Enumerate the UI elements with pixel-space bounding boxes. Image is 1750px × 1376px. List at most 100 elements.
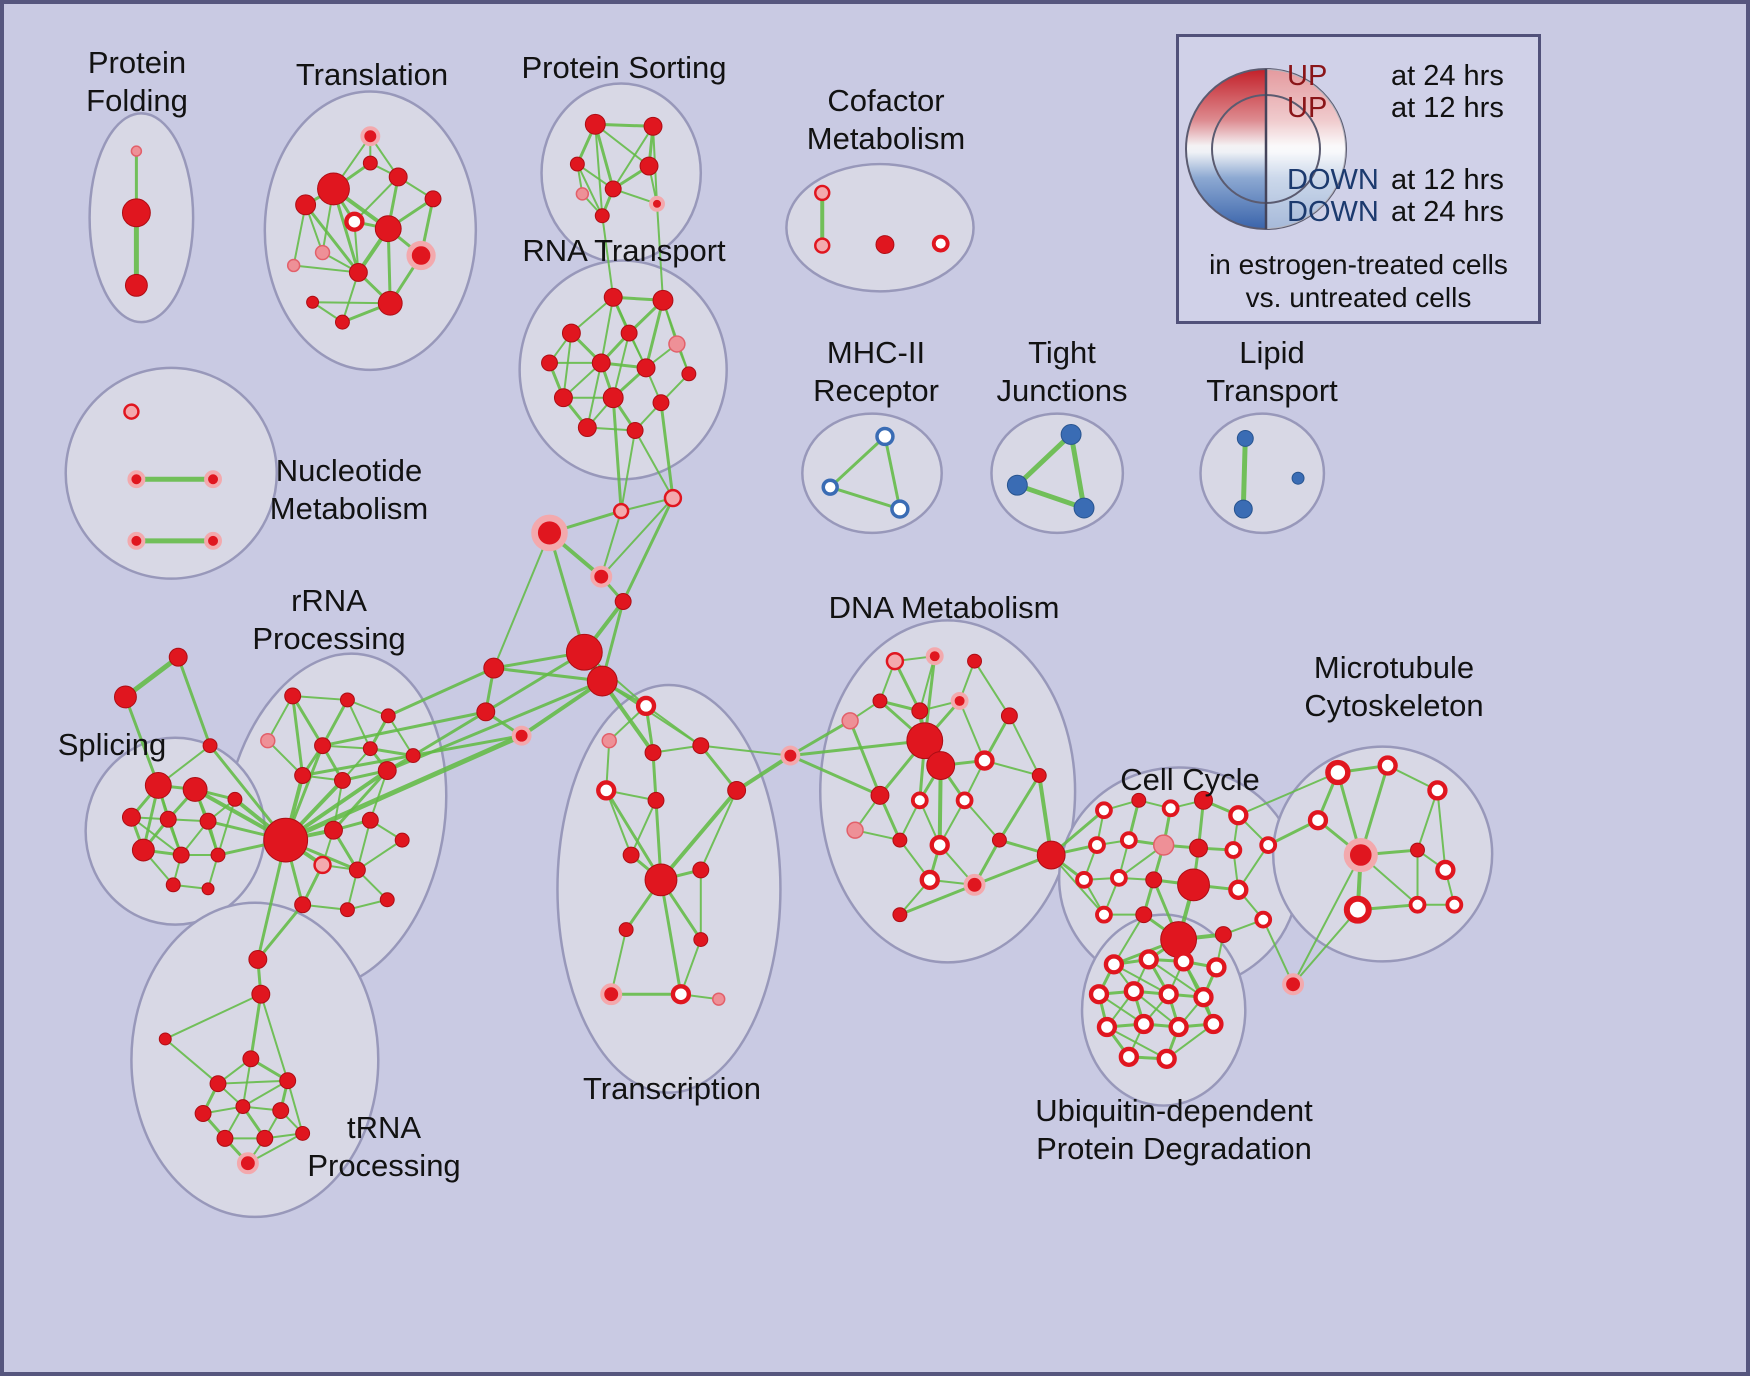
gene-node <box>286 258 301 273</box>
interaction-edge <box>1237 771 1339 817</box>
gene-node <box>1189 838 1208 858</box>
gene-node <box>1307 810 1329 831</box>
gene-node <box>113 685 137 709</box>
gene-node <box>1109 869 1128 887</box>
gene-node <box>596 780 617 801</box>
gene-node <box>639 156 659 176</box>
gene-node <box>339 902 355 918</box>
interaction-edge <box>356 819 372 871</box>
gene-node <box>235 1099 251 1115</box>
interaction-edge <box>1014 482 1087 511</box>
gene-node <box>875 426 895 447</box>
gene-node <box>575 187 590 201</box>
gene-node <box>294 896 312 914</box>
gene-node <box>1096 1016 1118 1038</box>
interaction-edge <box>656 202 664 302</box>
interaction-edge <box>1008 714 1041 777</box>
gene-node <box>1214 926 1232 944</box>
gene-node <box>1206 957 1227 978</box>
interaction-edge <box>411 650 586 758</box>
interaction-edge <box>788 754 882 797</box>
gene-node <box>1161 799 1180 818</box>
gene-node <box>511 725 532 746</box>
gene-node <box>955 791 974 810</box>
interaction-edge <box>1292 908 1359 986</box>
interaction-edge <box>620 429 637 513</box>
gene-node <box>294 767 312 784</box>
interaction-edge <box>593 122 615 191</box>
gene-node <box>643 116 663 136</box>
gene-node <box>127 470 146 489</box>
interaction-edge <box>658 788 739 882</box>
gene-node <box>344 211 365 232</box>
gene-node <box>991 832 1007 848</box>
gene-node <box>172 846 190 864</box>
gene-node <box>256 1129 274 1147</box>
interaction-edge <box>346 698 372 750</box>
gene-node <box>333 772 351 789</box>
gene-node <box>1160 921 1198 958</box>
gene-node <box>362 155 378 171</box>
legend-row-down-12: DOWN at 12 hrs <box>1287 164 1504 196</box>
gene-node <box>681 366 697 382</box>
interaction-edge <box>788 719 852 758</box>
gene-node <box>780 745 801 766</box>
gene-node <box>216 1129 234 1147</box>
interaction-edge <box>893 659 922 713</box>
interaction-edge <box>123 695 160 787</box>
gene-node <box>974 750 995 771</box>
gene-node <box>123 403 140 420</box>
gene-node <box>663 488 683 508</box>
gene-node <box>950 691 969 710</box>
gene-node <box>362 741 378 757</box>
gene-node <box>361 811 379 829</box>
gene-node <box>1224 841 1243 859</box>
interaction-edge <box>883 434 902 511</box>
legend-time-up-12: at 12 hrs <box>1391 91 1504 124</box>
gene-node <box>531 514 568 552</box>
gene-node <box>591 353 611 373</box>
interaction-edge <box>828 434 887 489</box>
gene-node <box>590 565 613 588</box>
gene-node <box>324 820 343 840</box>
gene-node <box>263 817 309 863</box>
gene-node <box>144 772 172 799</box>
interaction-edge <box>605 789 633 857</box>
gene-node <box>1203 1013 1224 1035</box>
gene-node <box>1156 1048 1177 1069</box>
gene-node <box>1131 792 1147 808</box>
gene-node <box>380 708 396 724</box>
gene-node <box>584 113 606 135</box>
interaction-edge <box>1068 431 1087 511</box>
interaction-edge <box>249 992 263 1061</box>
gene-node <box>388 167 408 187</box>
gene-node <box>601 732 617 749</box>
interaction-edge <box>576 163 604 217</box>
legend-time-up-24: at 24 hrs <box>1391 59 1504 92</box>
interaction-edge <box>164 1037 220 1085</box>
interaction-edge <box>331 769 389 832</box>
gene-node <box>1152 834 1175 856</box>
interaction-edge <box>1014 431 1074 488</box>
interaction-edge <box>699 744 739 792</box>
gene-node <box>603 287 623 307</box>
interaction-edge <box>266 694 294 742</box>
gene-node <box>618 922 634 938</box>
gene-node <box>1168 1016 1189 1038</box>
gene-node <box>1060 424 1082 445</box>
interaction-edge <box>634 429 674 500</box>
interaction-edge <box>828 485 902 511</box>
cluster-ellipse-dna-metabolism <box>819 619 1077 964</box>
gene-node <box>209 1075 227 1093</box>
gene-node <box>1410 842 1425 858</box>
gene-node <box>1435 859 1456 881</box>
gene-node <box>1135 906 1153 924</box>
legend-right-half-pale <box>1266 69 1346 229</box>
gene-node <box>306 295 320 309</box>
interaction-edge <box>612 125 655 190</box>
gene-node <box>693 932 709 947</box>
gene-node <box>926 751 956 780</box>
gene-node <box>586 665 618 697</box>
gene-node <box>242 1050 260 1068</box>
gene-node <box>334 314 350 330</box>
